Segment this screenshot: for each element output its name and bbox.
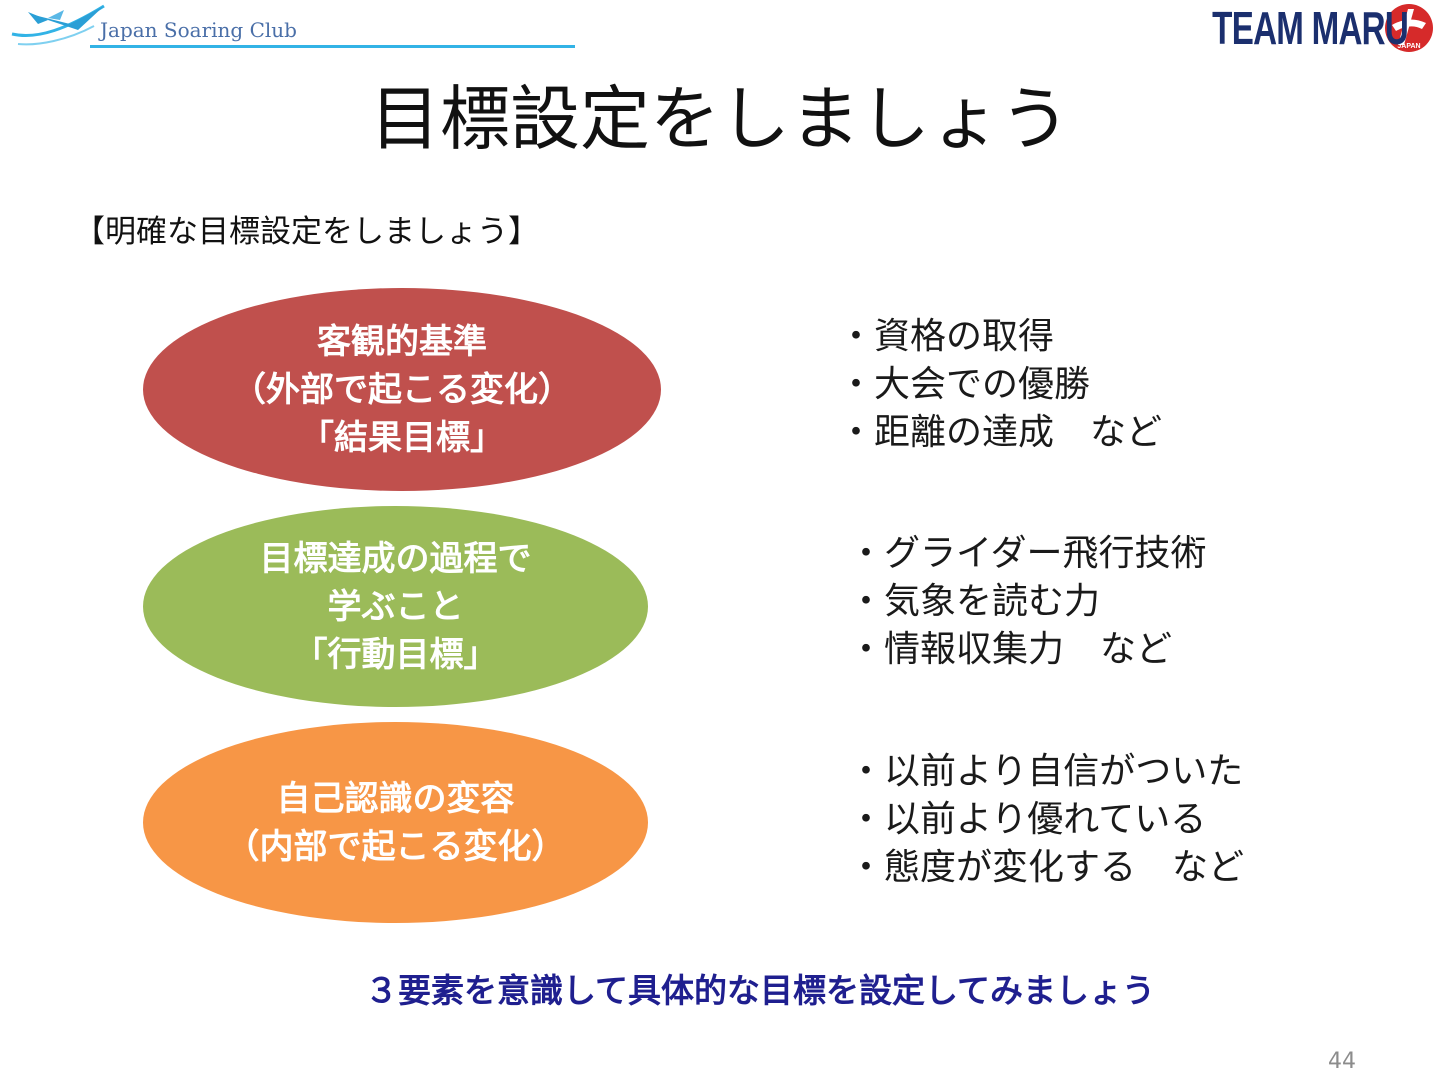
example-item: ・以前より自信がついた	[848, 751, 1244, 792]
example-item: ・以前より優れている	[848, 799, 1207, 840]
ellipse-line: 学ぶこと	[327, 586, 464, 627]
logo-underline	[90, 45, 575, 48]
example-item: ・気象を読む力	[848, 581, 1101, 622]
ellipse-line: 自己認識の変容	[276, 778, 515, 819]
page-number: 44	[1328, 1049, 1356, 1074]
glider-icon	[11, 4, 105, 46]
emblem-sub-text: JAPAN	[1397, 43, 1420, 50]
example-item: ・距離の達成 など	[838, 412, 1163, 453]
section-heading: 【明確な目標設定をしましょう】	[74, 214, 539, 250]
self-awareness-ellipse: 自己認識の変容 （内部で起こる変化）	[143, 722, 648, 923]
example-item: ・グライダー飛行技術	[848, 533, 1207, 574]
outcome-goal-ellipse: 客観的基準 （外部で起こる変化） 「結果目標」	[143, 288, 661, 491]
ellipse-line: 「結果目標」	[300, 417, 504, 458]
example-item: ・態度が変化する など	[848, 847, 1245, 888]
example-item: ・情報収集力 など	[848, 629, 1173, 670]
conclusion-text: ３要素を意識して具体的な目標を設定してみましょう	[364, 971, 1156, 1010]
ellipse-line: 「行動目標」	[293, 634, 498, 675]
behavior-goal-examples: ・グライダー飛行技術 ・気象を読む力 ・情報収集力 など	[848, 530, 1207, 674]
ellipse-line: 目標達成の過程で	[259, 538, 532, 579]
team-maru-logo: TEAM MARU JAPAN	[1136, 0, 1436, 56]
japan-soaring-club-logo: Japan Soaring Club	[8, 0, 578, 56]
example-item: ・資格の取得	[838, 316, 1055, 357]
self-awareness-examples: ・以前より自信がついた ・以前より優れている ・態度が変化する など	[848, 748, 1244, 892]
maru-emblem-icon: JAPAN	[1385, 4, 1433, 52]
ellipse-line: 客観的基準	[317, 321, 487, 362]
outcome-goal-examples: ・資格の取得 ・大会での優勝 ・距離の達成 など	[838, 313, 1162, 457]
ellipse-line: （外部で起こる変化）	[232, 369, 572, 410]
right-logo-text: TEAM MARU	[1212, 2, 1409, 54]
slide-title: 目標設定をしましょう	[370, 78, 1070, 160]
left-logo-text: Japan Soaring Club	[100, 18, 297, 42]
example-item: ・大会での優勝	[838, 364, 1091, 405]
ellipse-line: （内部で起こる変化）	[225, 826, 566, 867]
behavior-goal-ellipse: 目標達成の過程で 学ぶこと 「行動目標」	[143, 506, 648, 707]
